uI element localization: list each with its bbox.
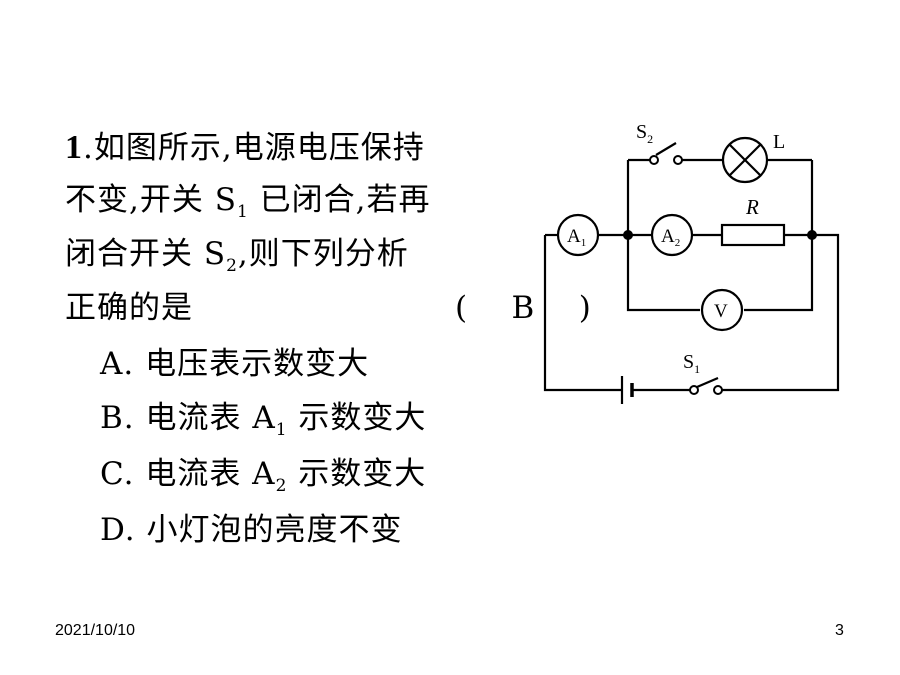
junction-right-dot [807, 230, 817, 240]
option-d: D. 小灯泡的亮度不变 [100, 510, 402, 550]
s2-label: S2 [636, 121, 653, 146]
option-b-text: B. 电流表 A [100, 400, 276, 436]
voltmeter-label: V [714, 301, 728, 322]
option-c-text: C. 电流表 A [100, 456, 276, 492]
ammeter-a1-label: A1 [567, 226, 586, 249]
option-b: B. 电流表 A1 示数变大 [100, 398, 426, 443]
s2-contact-left [649, 155, 659, 165]
wire-left-junction [626, 160, 700, 312]
question-text-2b: 已闭合,若再 [248, 182, 431, 218]
question-text-4: 正确的是 [65, 290, 193, 326]
wire-right [722, 233, 840, 392]
s2-switch-blade [655, 142, 677, 156]
page-number: 3 [835, 622, 844, 639]
lamp-cross-2 [728, 143, 762, 177]
option-b-tail: 示数变大 [287, 400, 427, 436]
s1-contact-left [689, 385, 699, 395]
answer: ( B ) [455, 290, 592, 326]
question-line-4: 正确的是 ( B ) [65, 288, 591, 328]
ammeter-a2-label: A2 [661, 226, 680, 249]
resistor-label: R [745, 195, 759, 219]
junction-left-dot [623, 230, 633, 240]
lamp-label: L [773, 131, 785, 153]
option-c: C. 电流表 A2 示数变大 [100, 454, 426, 499]
question-text-1: .如图所示,电源电压保持 [83, 130, 425, 166]
s2-contact-right [673, 155, 683, 165]
subscript: 1 [275, 420, 288, 440]
option-d-text: D. 小灯泡的亮度不变 [100, 512, 403, 548]
subscript: 1 [236, 202, 249, 222]
question-line-3: 闭合开关 S2,则下列分析 [65, 234, 409, 279]
circuit-diagram: S2 L R A1 A2 V S1 [543, 121, 840, 404]
question-line-1: 1.如图所示,电源电压保持 [65, 128, 425, 168]
s1-label: S1 [683, 351, 700, 376]
option-a-text: A. 电压表示数变大 [100, 346, 370, 382]
subscript: 2 [226, 256, 238, 276]
resistor-icon [720, 223, 786, 247]
question-text-3b: ,则下列分析 [237, 236, 409, 272]
wire-right-junction [744, 160, 814, 312]
question-text-3a: 闭合开关 S [65, 236, 227, 272]
option-a: A. 电压表示数变大 [100, 344, 369, 384]
subscript: 2 [275, 476, 288, 496]
option-c-tail: 示数变大 [287, 456, 427, 492]
question-text-2a: 不变,开关 S [65, 182, 237, 218]
question-line-2: 不变,开关 S1 已闭合,若再 [65, 180, 431, 225]
s1-contact-right [713, 385, 723, 395]
voltmeter-icon [700, 288, 744, 332]
footer-date: 2021/10/10 [55, 622, 136, 639]
question-number: 1 [65, 129, 83, 166]
wire-left [543, 235, 622, 392]
